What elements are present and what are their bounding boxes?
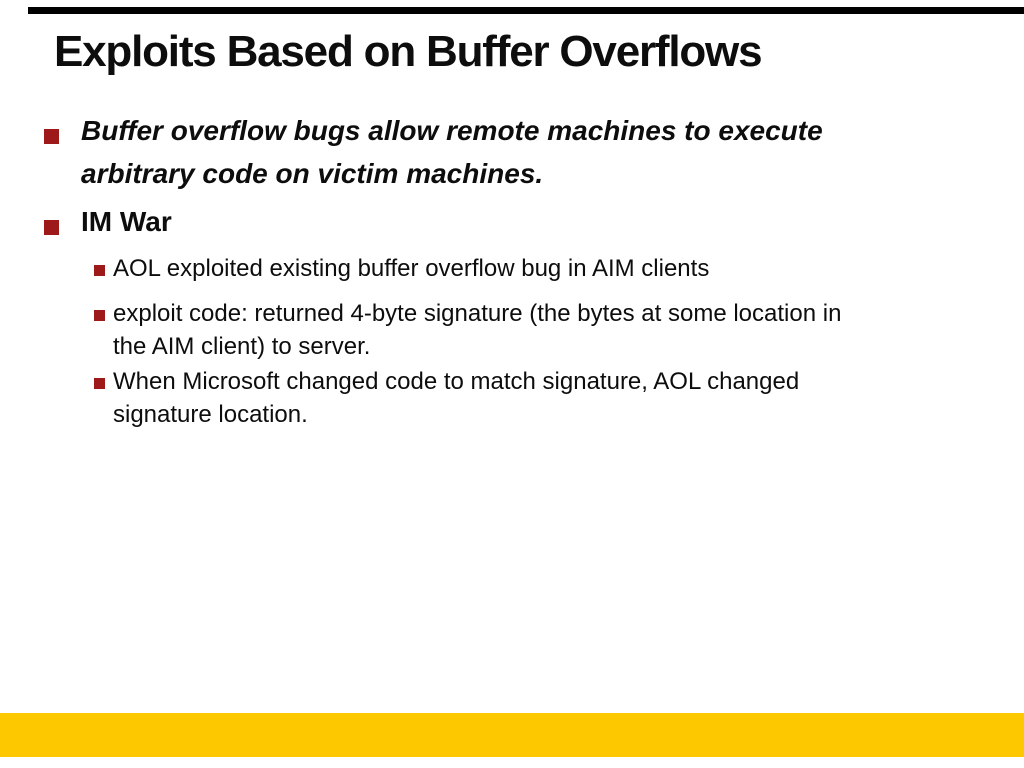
sub-bullet-item: exploit code: returned 4-byte signature … (0, 297, 1024, 363)
sub-bullet-text-line: the AIM client) to server. (113, 333, 371, 360)
bullet-text-line: IM War (81, 206, 172, 237)
sub-bullet-square-icon (94, 310, 105, 321)
sub-bullet-text-line: When Microsoft changed code to match sig… (113, 368, 800, 395)
top-accent-bar (28, 7, 1024, 14)
sub-bullet-item: When Microsoft changed code to match sig… (0, 365, 1024, 431)
slide-title: Exploits Based on Buffer Overflows (54, 27, 763, 76)
sub-bullet-square-icon (94, 265, 105, 276)
sub-bullet-text-line: exploit code: returned 4-byte signature … (113, 300, 842, 327)
sub-bullet-text-line: signature location. (113, 401, 308, 428)
bullet-item: Buffer overflow bugs allow remote machin… (0, 109, 1024, 195)
bullet-text-line: arbitrary code on victim machines. (81, 158, 544, 189)
sub-bullet-text-line: AOL exploited existing buffer overflow b… (113, 255, 710, 282)
sub-bullet-square-icon (94, 378, 105, 389)
bullet-square-icon (44, 129, 59, 144)
bullet-item: IM War (0, 200, 1024, 243)
bottom-accent-bar (0, 713, 1024, 757)
bullet-square-icon (44, 220, 59, 235)
bullet-text-line: Buffer overflow bugs allow remote machin… (81, 115, 823, 146)
sub-bullet-item: AOL exploited existing buffer overflow b… (0, 252, 1024, 285)
